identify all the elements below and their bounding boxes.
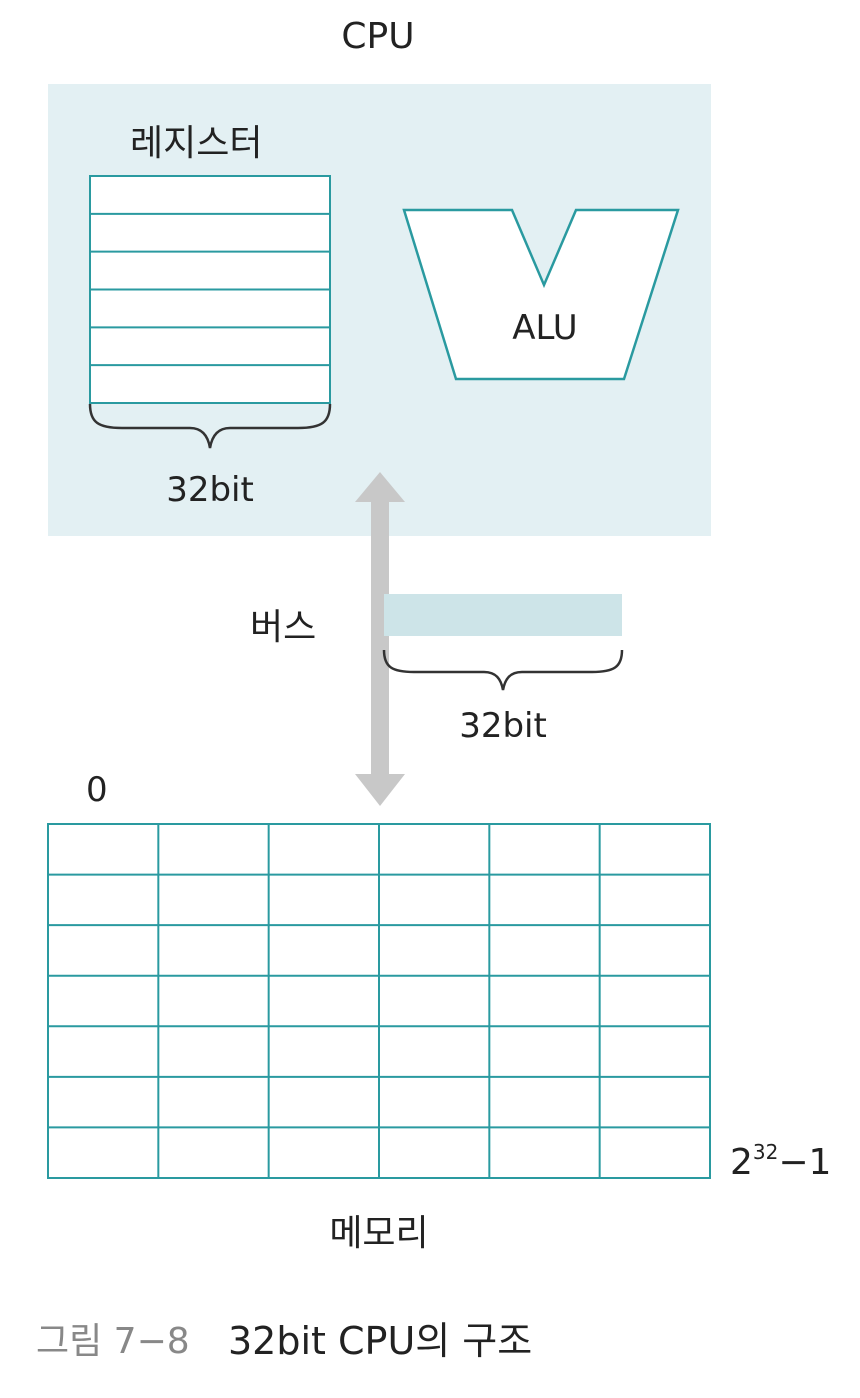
memory-end-suffix: −1 bbox=[778, 1142, 832, 1183]
memory-grid bbox=[47, 823, 711, 1179]
register-label: 레지스터 bbox=[130, 123, 263, 164]
alu-shape bbox=[402, 208, 680, 381]
register-width-brace bbox=[88, 403, 332, 449]
bus-width-bar bbox=[384, 594, 622, 636]
register-width-label: 32bit bbox=[166, 470, 254, 510]
register-stack bbox=[89, 175, 331, 404]
figure-number: 그림 7−8 bbox=[36, 1321, 190, 1362]
alu-label: ALU bbox=[512, 308, 578, 348]
memory-end-address: 232−1 bbox=[730, 1140, 832, 1183]
register-slots bbox=[90, 212, 330, 367]
arrow-up-icon bbox=[355, 472, 405, 502]
memory-cells bbox=[48, 824, 710, 1178]
figure-caption: 32bit CPU의 구조 bbox=[228, 1319, 533, 1363]
bus-label: 버스 bbox=[250, 607, 317, 648]
cpu-label: CPU bbox=[341, 16, 415, 57]
bus-width-brace bbox=[382, 649, 624, 691]
bus-width-label: 32bit bbox=[459, 706, 547, 746]
memory-end-exponent: 32 bbox=[752, 1140, 779, 1164]
memory-label: 메모리 bbox=[329, 1213, 429, 1254]
memory-start-address: 0 bbox=[86, 770, 108, 810]
bus-arrow bbox=[355, 472, 405, 806]
arrow-down-icon bbox=[355, 774, 405, 806]
memory-end-base: 2 bbox=[730, 1142, 753, 1183]
